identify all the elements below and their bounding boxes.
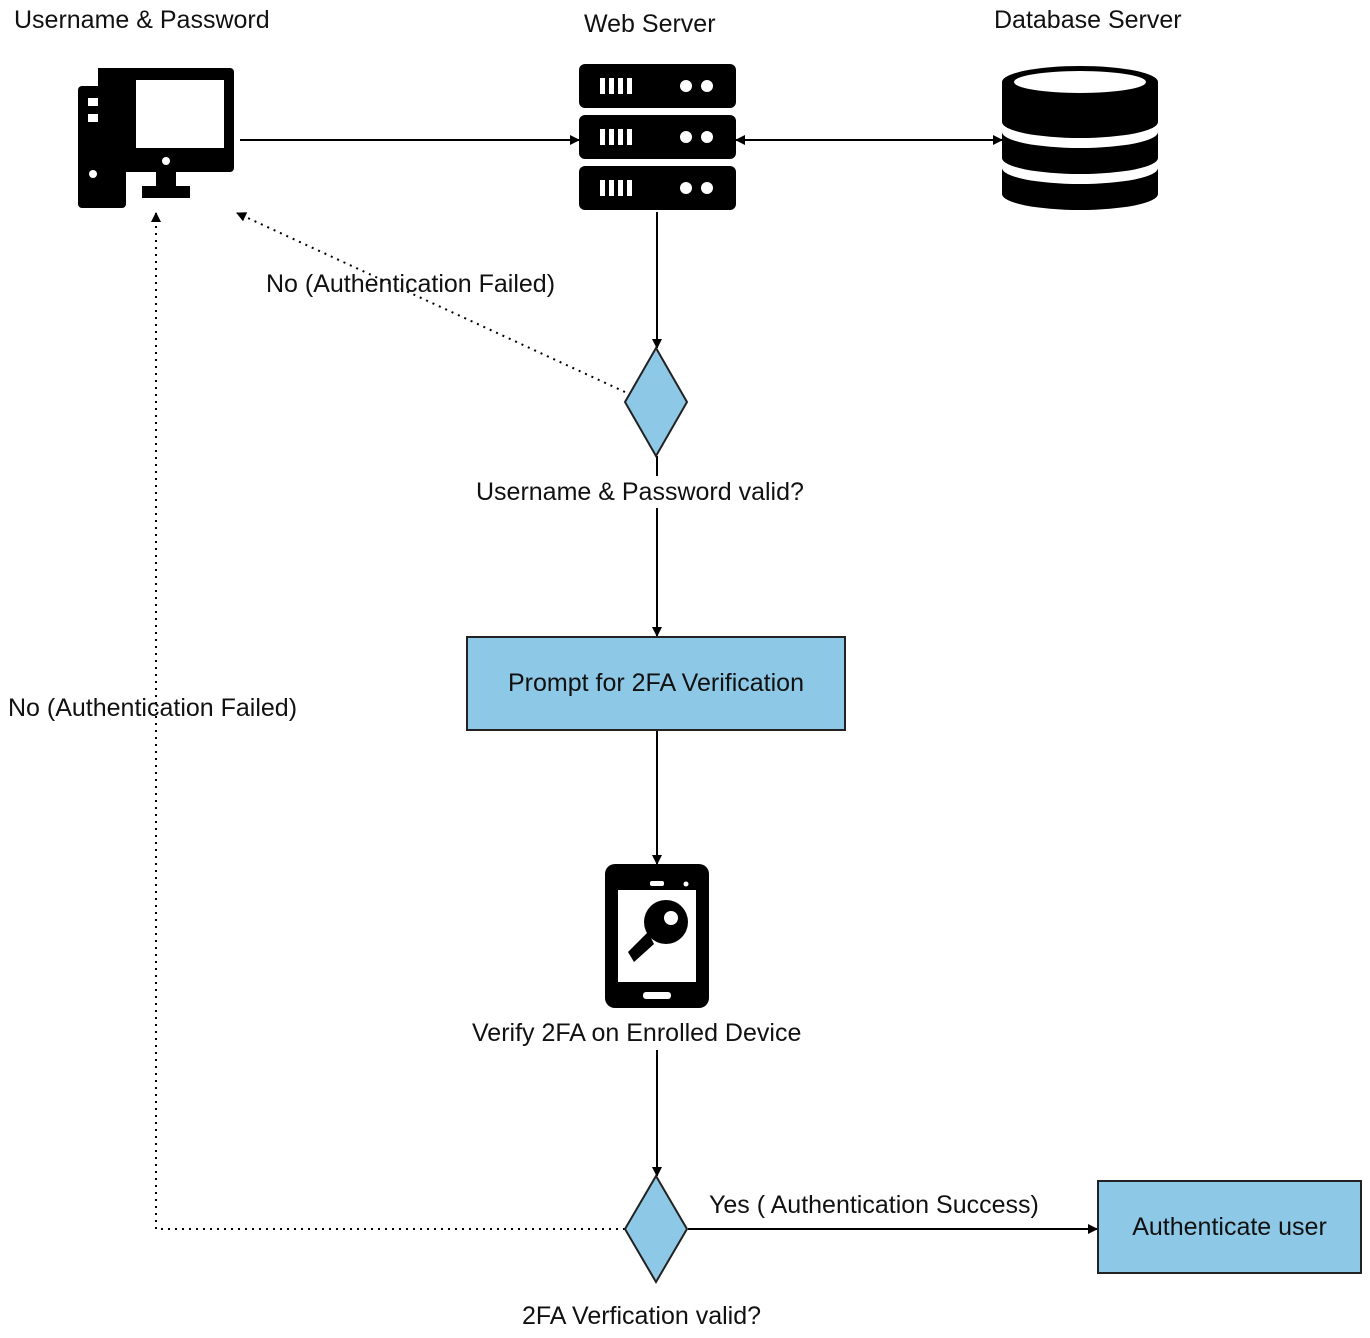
credentials-decision-label: Username & Password valid? bbox=[476, 478, 804, 506]
2fa-fail-label: No (Authentication Failed) bbox=[8, 694, 298, 722]
web-server-label: Web Server bbox=[584, 10, 716, 38]
edge-credentials-fail bbox=[236, 212, 626, 393]
server-rack-icon bbox=[579, 64, 736, 210]
device-label: Verify 2FA on Enrolled Device bbox=[472, 1019, 802, 1047]
computer-label: Username & Password bbox=[14, 6, 270, 34]
prompt-2fa-box: Prompt for 2FA Verification bbox=[466, 636, 846, 731]
2fa-decision-label: 2FA Verfication valid? bbox=[522, 1302, 762, 1330]
edge-2fa-fail bbox=[151, 212, 625, 1230]
success-label: Yes ( Authentication Success) bbox=[709, 1191, 1039, 1219]
database-server-label: Database Server bbox=[994, 6, 1182, 34]
decision-credentials-diamond bbox=[623, 345, 689, 459]
phone-key-icon bbox=[605, 864, 709, 1008]
desktop-computer-icon bbox=[78, 68, 234, 208]
database-icon bbox=[1002, 66, 1158, 210]
authenticate-user-box: Authenticate user bbox=[1097, 1180, 1362, 1274]
decision-2fa-diamond bbox=[623, 1174, 689, 1284]
credentials-fail-label: No (Authentication Failed) bbox=[266, 270, 556, 298]
